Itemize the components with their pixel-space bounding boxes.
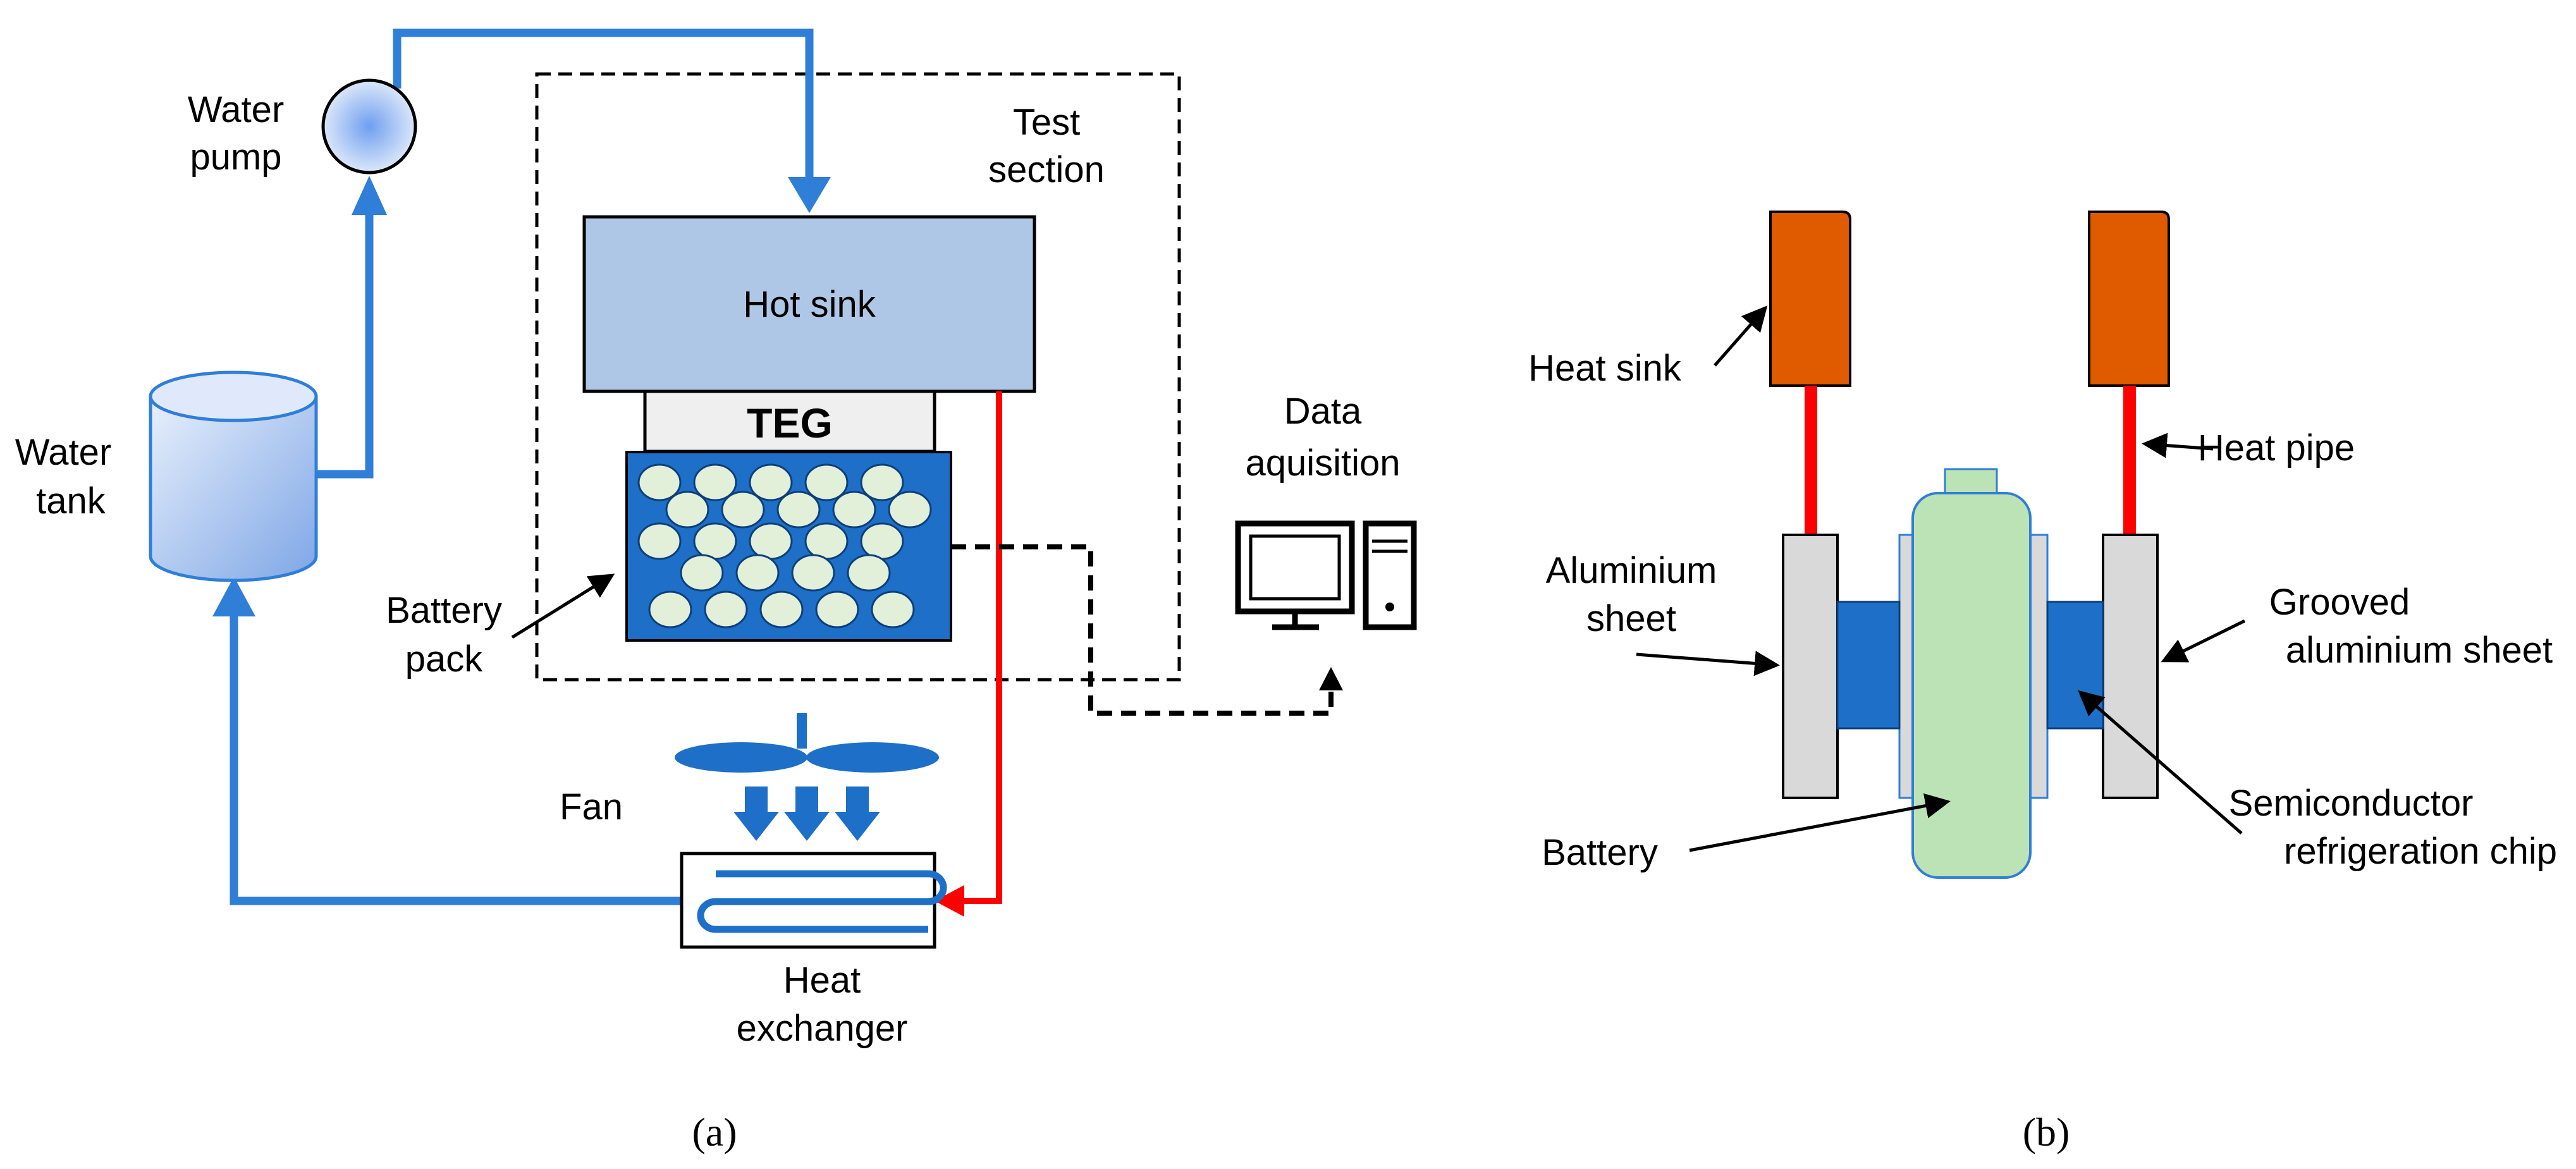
battery-cells: [637, 463, 932, 628]
battery-cell: [791, 554, 835, 592]
aluminium-sheet-pointer: [1636, 651, 1780, 676]
water-tank: [149, 370, 318, 582]
battery-cell: [749, 522, 793, 560]
battery-cell: [860, 522, 904, 560]
teg-label: TEG: [747, 400, 833, 446]
heat-exchanger-label-1: Heat: [783, 960, 861, 1001]
battery-cell: [804, 522, 849, 560]
battery-pack-pointer: [511, 573, 615, 639]
battery-cell: [693, 522, 737, 560]
aluminium-sheet-label-1: Aluminium: [1546, 550, 1717, 591]
pipe-tank-to-pump: [316, 215, 374, 479]
caption-a: (a): [692, 1110, 737, 1154]
computer-monitor-icon: [1235, 520, 1355, 630]
heat-sink-label: Heat sink: [1528, 348, 1682, 389]
right-aluminium-sheet: [2102, 534, 2159, 799]
computer-tower-icon: [1363, 520, 1417, 630]
battery-cell-body: [1911, 492, 2032, 879]
water-tank-label-1: Water: [15, 432, 112, 473]
battery-terminal: [1944, 468, 1998, 496]
battery-cell: [721, 491, 765, 529]
battery-cell: [680, 554, 724, 592]
water-pump-label-2: pump: [190, 137, 281, 178]
battery-cell: [735, 554, 780, 592]
right-heat-sink: [2088, 211, 2170, 387]
left-aluminium-sheet: [1782, 534, 1839, 799]
panel-a: Test section Water pump Water tank Hot s…: [15, 28, 1417, 1154]
water-pump-label-1: Water: [188, 89, 285, 130]
refrigeration-chip-label-1: Semiconductor: [2229, 783, 2474, 824]
refrigeration-chip-pointer: [2078, 690, 2243, 835]
fan-icon: [675, 713, 939, 773]
heat-pipe-label: Heat pipe: [2198, 427, 2355, 468]
hot-line: [964, 391, 1002, 904]
battery-cell: [871, 591, 915, 628]
heat-pipe-pointer: [2142, 432, 2214, 458]
airflow-arrow: [733, 786, 779, 841]
battery-cell: [888, 491, 932, 529]
battery-cell: [749, 463, 793, 501]
data-signal-arrow: [1319, 667, 1343, 690]
battery-cell: [860, 463, 904, 501]
test-section-label-1: Test: [1013, 102, 1080, 143]
heat-exchanger-label-2: exchanger: [737, 1008, 908, 1049]
hot-sink-label: Hot sink: [743, 284, 876, 325]
heat-sink-pointer: [1714, 305, 1768, 367]
hot-line-arrow: [935, 885, 964, 917]
battery-cell: [637, 522, 682, 560]
battery-cell: [804, 463, 849, 501]
battery-cell: [665, 491, 709, 529]
arrow-into-hot-sink: [788, 177, 831, 213]
arrow-into-pump: [352, 176, 387, 215]
battery-cell: [776, 491, 821, 529]
battery-cell: [815, 591, 859, 628]
airflow-arrow: [784, 786, 830, 841]
pipe-exchanger-to-tank: [230, 616, 684, 905]
refrigeration-chip-label-2: refrigeration chip: [2284, 831, 2557, 872]
pipe-pump-to-test-section: [393, 28, 814, 180]
test-section-label-2: section: [988, 149, 1105, 190]
grooved-sheet-pointer: [2161, 619, 2246, 663]
battery-cell: [704, 591, 748, 628]
battery-cell: [637, 463, 682, 501]
left-refrigeration-chip: [1836, 601, 1901, 730]
airflow-arrows: [733, 786, 880, 841]
battery-cell: [693, 463, 737, 501]
heat-exchanger-coil: [697, 870, 947, 933]
hot-sink-block: [582, 215, 1036, 393]
panel-b: Heat sink Heat pipe Aluminium sheet Groo…: [1528, 211, 2557, 1154]
battery-cell: [847, 554, 891, 592]
battery-pack-label-1: Battery: [386, 590, 502, 631]
battery-cell: [648, 591, 692, 628]
grooved-sheet-label-2: aluminium sheet: [2286, 630, 2553, 671]
arrow-into-tank: [212, 577, 255, 616]
water-tank-label-2: tank: [36, 480, 106, 522]
fan-label: Fan: [560, 786, 623, 828]
caption-b: (b): [2023, 1110, 2070, 1154]
battery-pack-label-2: pack: [405, 639, 484, 680]
airflow-arrow: [835, 786, 880, 841]
right-refrigeration-chip: [2046, 601, 2104, 730]
grooved-sheet-label-1: Grooved: [2269, 582, 2410, 623]
left-heat-sink: [1769, 211, 1851, 387]
right-heat-pipe: [2123, 386, 2136, 535]
water-pump: [321, 78, 417, 174]
water-circuit: [230, 28, 814, 905]
battery-label: Battery: [1542, 832, 1658, 873]
test-section-box: [535, 72, 1181, 682]
battery-pointer: [1689, 793, 1951, 852]
teg-block: [643, 389, 936, 453]
data-acquisition-label-2: aquisition: [1245, 443, 1400, 484]
data-acquisition-label-1: Data: [1284, 391, 1362, 432]
battery-cell: [832, 491, 876, 529]
data-signal-line: [951, 544, 1334, 716]
aluminium-sheet-label-2: sheet: [1586, 598, 1676, 639]
left-heat-pipe: [1805, 386, 1817, 535]
battery-cell: [759, 591, 804, 628]
